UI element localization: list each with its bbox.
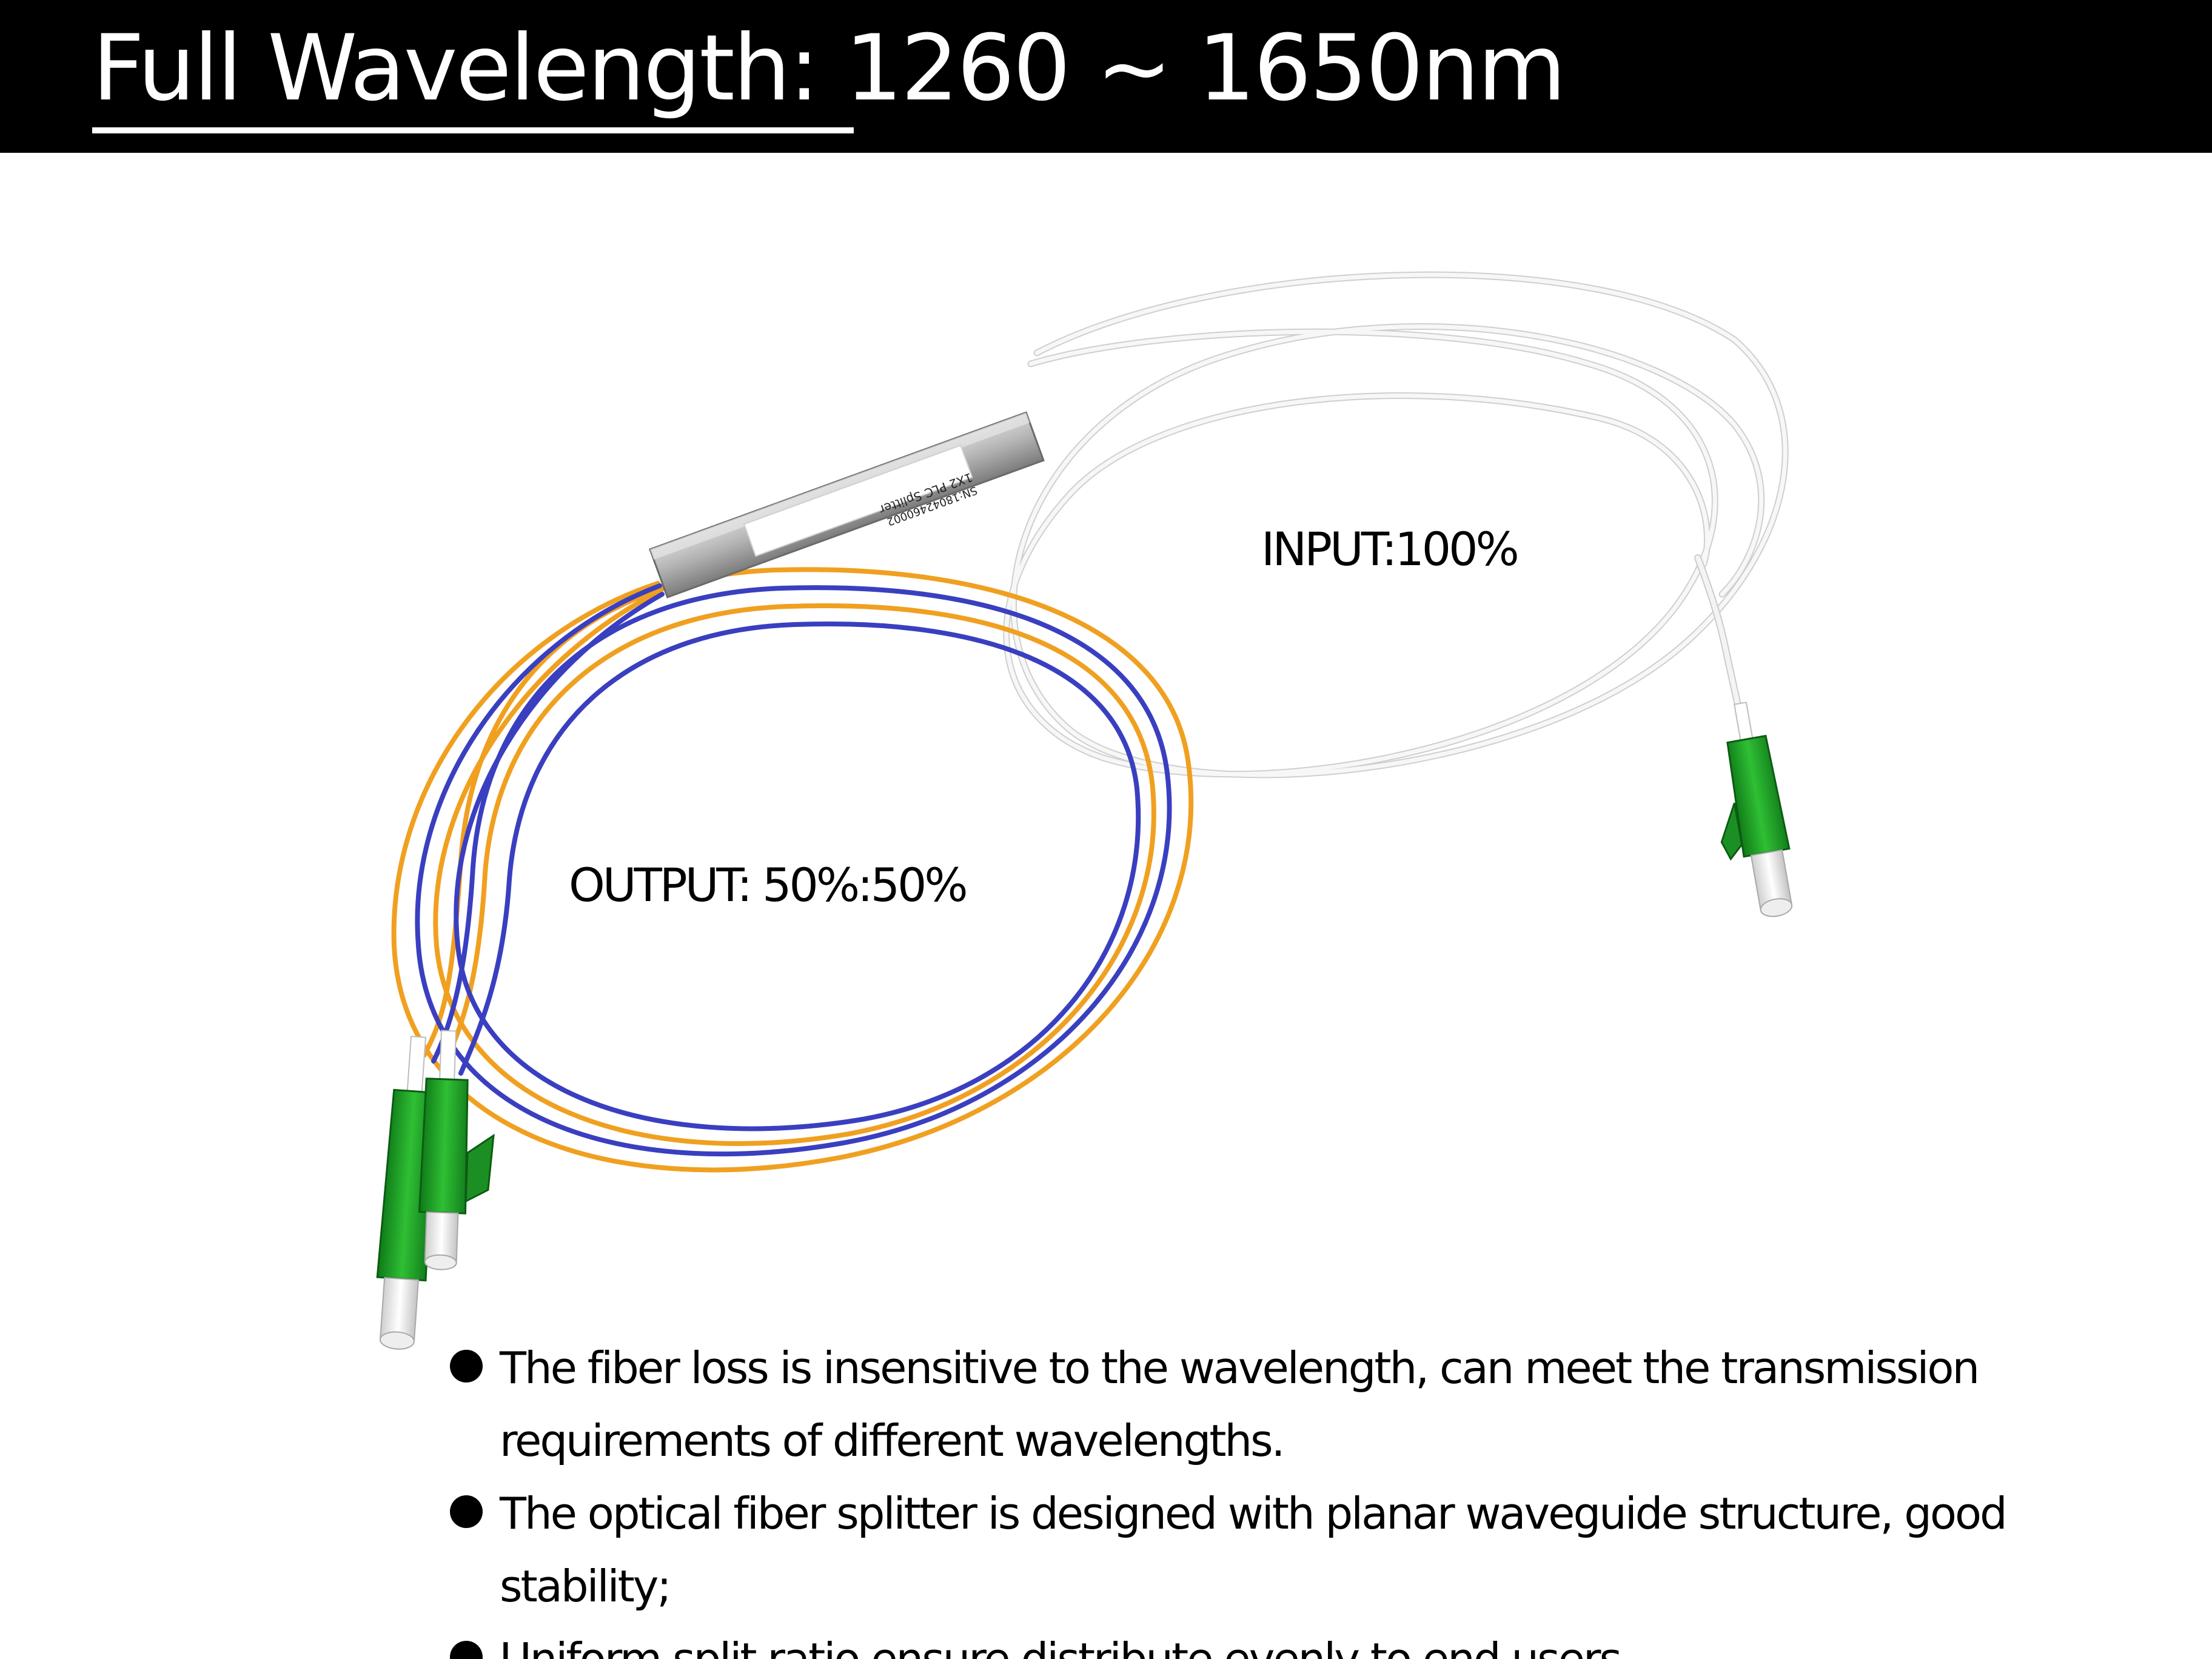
output-lc-connector-2 [418, 1030, 495, 1270]
bullet-icon [450, 1641, 483, 1659]
input-lc-connector [1720, 702, 1793, 917]
feature-text: Uniform split ratio ensure distribute ev… [500, 1634, 1634, 1659]
bullet-icon [450, 1350, 483, 1382]
feature-item-planar-waveguide: The optical fiber splitter is designed w… [450, 1477, 2184, 1623]
feature-text: The optical fiber splitter is designed w… [500, 1488, 2008, 1612]
plc-splitter-module: 1X2 PLC Splitter SN:18042460002 [649, 411, 1045, 598]
banner-title-label: Full Wavelength: [92, 16, 820, 121]
feature-list: The fiber loss is insensitive to the wav… [450, 1332, 2184, 1659]
feature-item-wavelength-insensitive: The fiber loss is insensitive to the wav… [450, 1332, 2184, 1477]
feature-item-uniform-split: Uniform split ratio ensure distribute ev… [450, 1623, 2184, 1659]
input-ratio-label: INPUT:100% [1261, 522, 1520, 576]
output-ratio-label: OUTPUT: 50%:50% [569, 858, 968, 912]
banner-title-range: 1260 ~ 1650nm [845, 16, 1566, 121]
plc-splitter-photo: 1X2 PLC Splitter SN:18042460002 [376, 271, 1793, 1350]
input-fiber [1003, 271, 1789, 779]
output-lc-connector-1 [376, 1036, 437, 1350]
banner-title-underline [92, 127, 854, 133]
title-banner: Full Wavelength: 1260 ~ 1650nm [0, 0, 2212, 153]
module-label-sticker [743, 444, 973, 557]
bullet-icon [450, 1495, 483, 1528]
output-fibers [391, 567, 1194, 1173]
feature-text: The fiber loss is insensitive to the wav… [500, 1342, 1980, 1466]
banner-title: Full Wavelength: 1260 ~ 1650nm [92, 23, 1566, 114]
